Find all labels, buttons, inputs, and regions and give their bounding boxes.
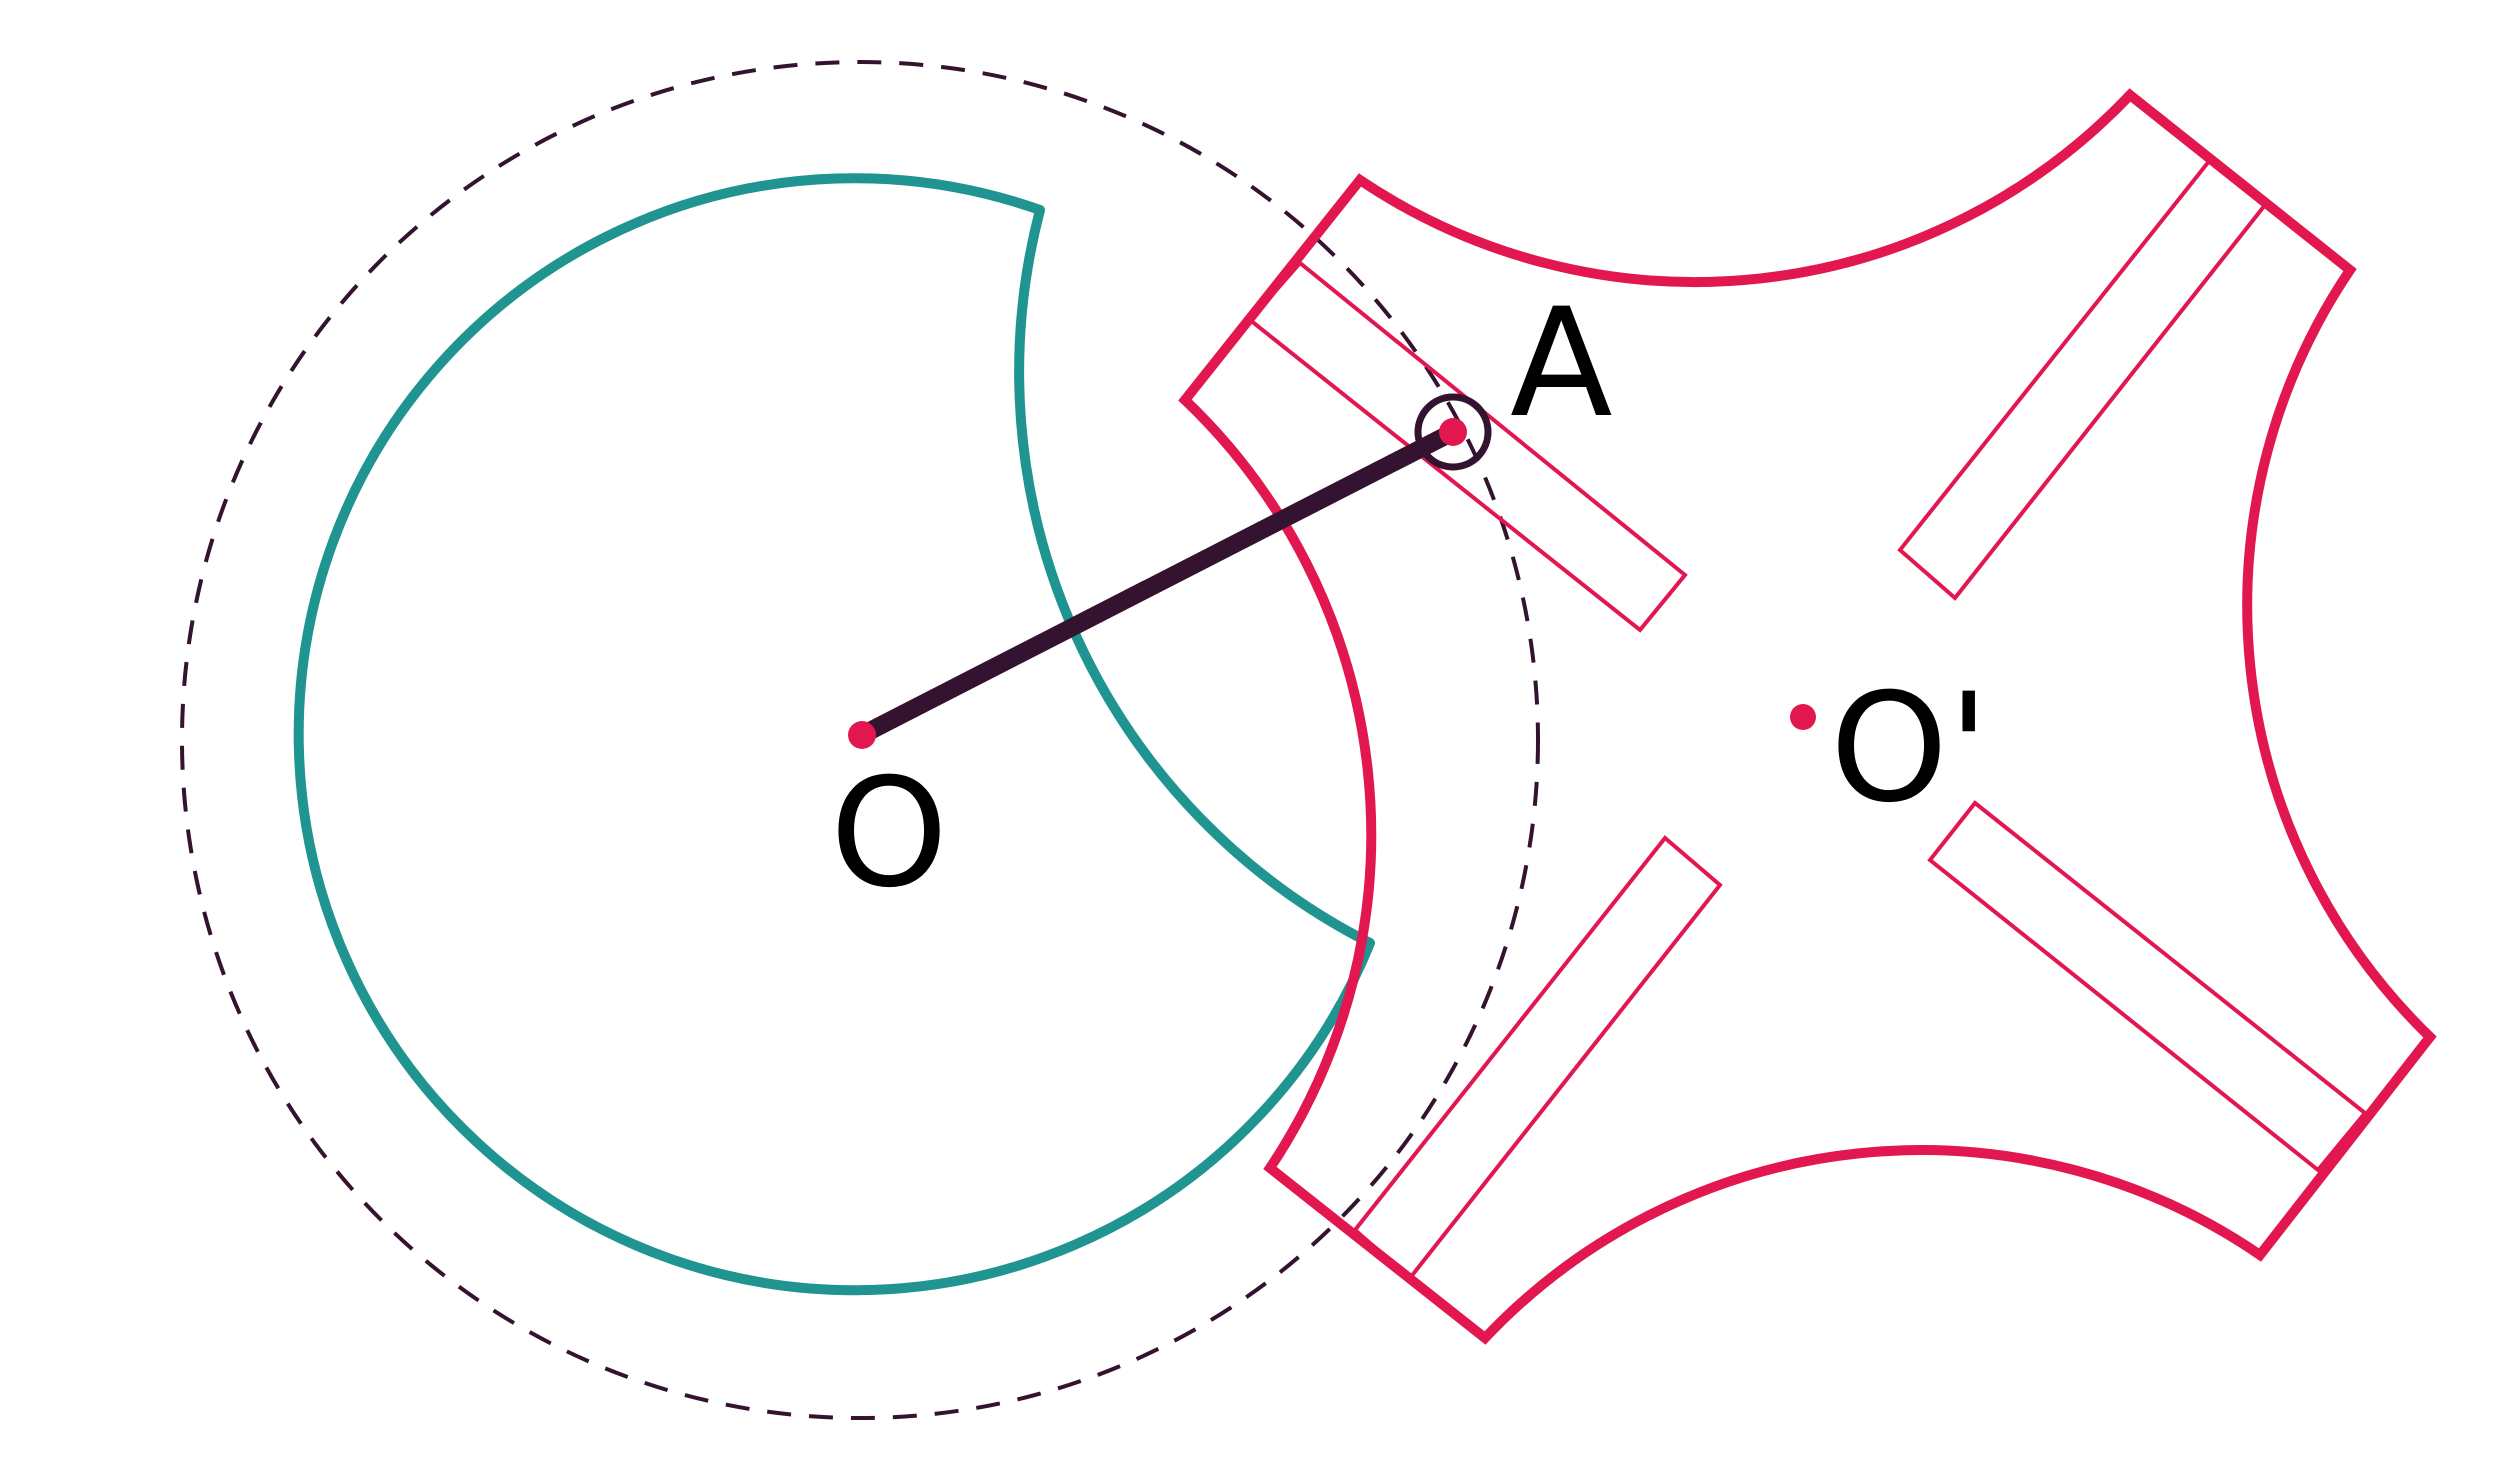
pin-point <box>1439 418 1467 446</box>
slot-lower-right <box>1927 800 2368 1173</box>
crank-arm <box>853 423 1462 744</box>
slot-upper-right <box>1897 157 2268 601</box>
label-a: A <box>1510 277 1613 451</box>
label-o: O <box>830 747 948 921</box>
center-point-o <box>848 721 876 749</box>
slot-lower-left <box>1352 835 1723 1281</box>
center-point-o-prime <box>1790 704 1816 730</box>
label-o-prime: O' <box>1830 662 1989 836</box>
pin-orbit-dashed-circle <box>180 60 1540 1420</box>
geneva-wheel-outline <box>1178 88 2437 1345</box>
slot-upper-left <box>1247 260 1688 633</box>
locking-disk-outline <box>293 173 1375 1296</box>
pin-ring <box>1414 393 1492 471</box>
geneva-slots <box>1247 157 2368 1281</box>
